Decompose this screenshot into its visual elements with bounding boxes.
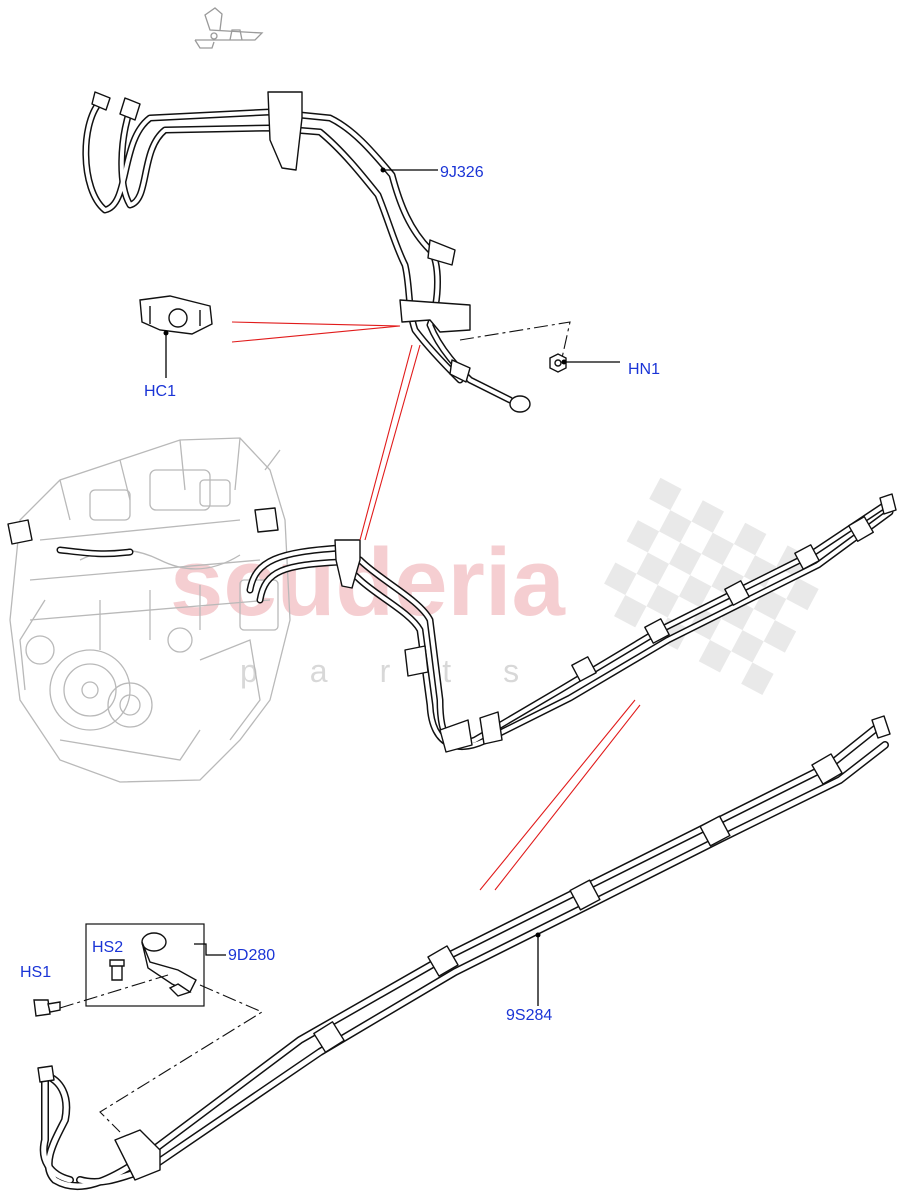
- screw-HS1: [33, 999, 61, 1017]
- screw-HS2: [109, 959, 125, 981]
- fuel-pipe-assembly-9J326: [82, 91, 531, 413]
- callout-9D280[interactable]: 9D280: [228, 947, 275, 964]
- nut-HN1: [549, 353, 567, 373]
- callout-labels: 9J326 HC1 HN1 HS2 9D280 HS1 9S284: [20, 164, 660, 1024]
- sensor-9D280-group: [85, 923, 205, 1007]
- clip-HC1: [139, 295, 213, 335]
- callout-HS2[interactable]: HS2: [92, 939, 123, 956]
- sensor-9D280: [141, 932, 197, 997]
- callout-HC1[interactable]: HC1: [144, 383, 176, 400]
- fuel-pipe-assembly-installed: [7, 493, 897, 753]
- fuel-pipe-assembly-9S284: [37, 715, 891, 1191]
- leader-dots: [163, 167, 567, 938]
- callout-box-9D280: [85, 923, 205, 1007]
- dash-dot-lines: [59, 321, 571, 1133]
- callout-HN1[interactable]: HN1: [628, 361, 660, 378]
- engine-illustration: [9, 437, 291, 783]
- callout-9J326[interactable]: 9J326: [440, 164, 484, 181]
- watermark-sub: parts: [240, 653, 571, 689]
- mount-bracket: [194, 7, 264, 49]
- leader-lines: [165, 169, 620, 1006]
- callout-9S284[interactable]: 9S284: [506, 1007, 552, 1024]
- reference-lines: [231, 321, 641, 891]
- callout-HS1[interactable]: HS1: [20, 964, 51, 981]
